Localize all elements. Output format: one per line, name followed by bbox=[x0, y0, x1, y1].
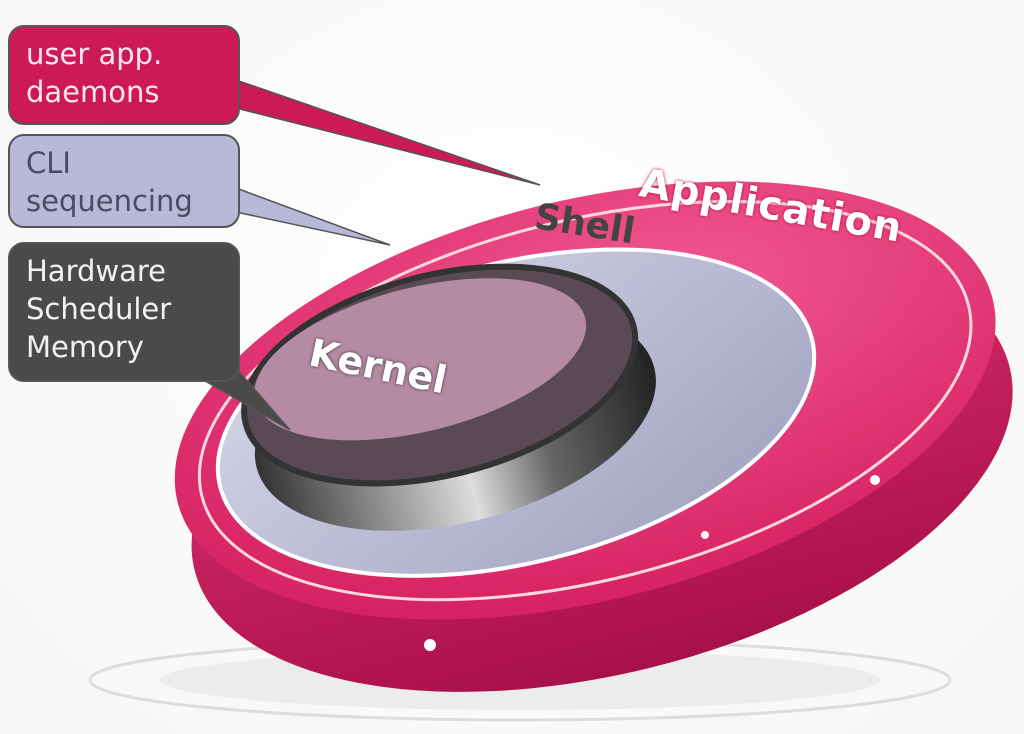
callout-line: Scheduler bbox=[26, 292, 172, 326]
shell-callout-pointer bbox=[235, 186, 391, 246]
kernel-top-highlight bbox=[254, 278, 587, 441]
callout-line: Memory bbox=[26, 330, 144, 364]
sparkle-icon bbox=[424, 475, 880, 651]
callout-line: user app. bbox=[26, 37, 163, 71]
kernel-callout: Hardware Scheduler Memory bbox=[8, 242, 240, 382]
shell-callout: CLI sequencing bbox=[8, 134, 240, 228]
callout-line: daemons bbox=[26, 75, 160, 109]
application-rim bbox=[197, 200, 973, 602]
callout-line: Hardware bbox=[26, 254, 167, 288]
application-callout: user app. daemons bbox=[8, 25, 240, 125]
callout-line: sequencing bbox=[26, 184, 193, 218]
callout-line: CLI bbox=[26, 146, 71, 180]
application-callout-pointer bbox=[235, 78, 541, 186]
